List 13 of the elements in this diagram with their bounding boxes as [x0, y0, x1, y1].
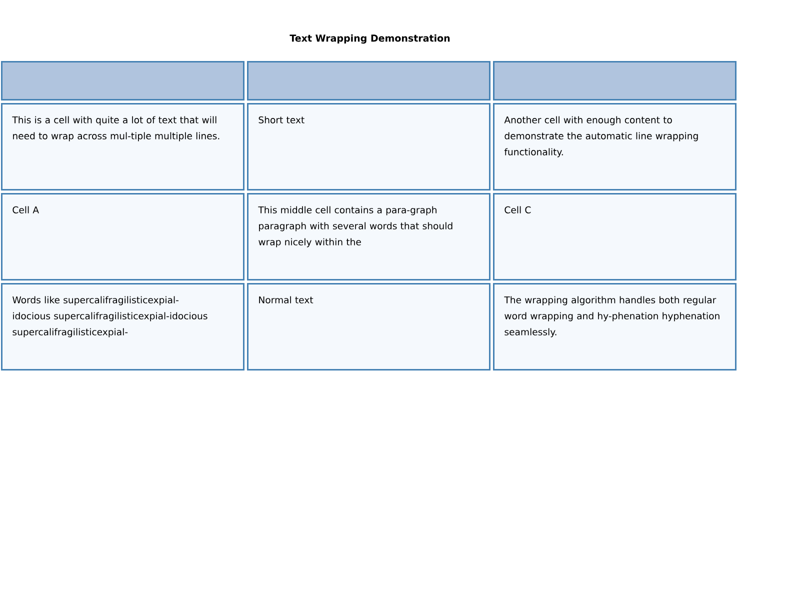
table-cell: Cell A [1, 193, 244, 280]
table-cell: This is a cell with quite a lot of text that will need to wrap across mul-tiple multiple lines. [1, 103, 244, 190]
header-cell [247, 61, 490, 100]
table-cell: Another cell with enough content to demonstrate the automatic line wrapping functionality. [493, 103, 736, 190]
table-cell: Short text [247, 103, 490, 190]
header-cell [1, 61, 244, 100]
title: Text Wrapping Demonstration [290, 34, 450, 44]
table-cell: Normal text [247, 283, 490, 370]
table-cell: Cell C [493, 193, 736, 280]
table-cell: The wrapping algorithm handles both regular word wrapping and hy-phenation hyphenation seamlessly. [493, 283, 736, 370]
header-cell [493, 61, 736, 100]
table-cell: Words like supercalifragilisticexpial-idocious supercalifragilisticexpial-idocious supercalifragilisticexpial- [1, 283, 244, 370]
table-cell: This middle cell contains a para-graph paragraph with several words that should wrap nicely within the [247, 193, 490, 280]
